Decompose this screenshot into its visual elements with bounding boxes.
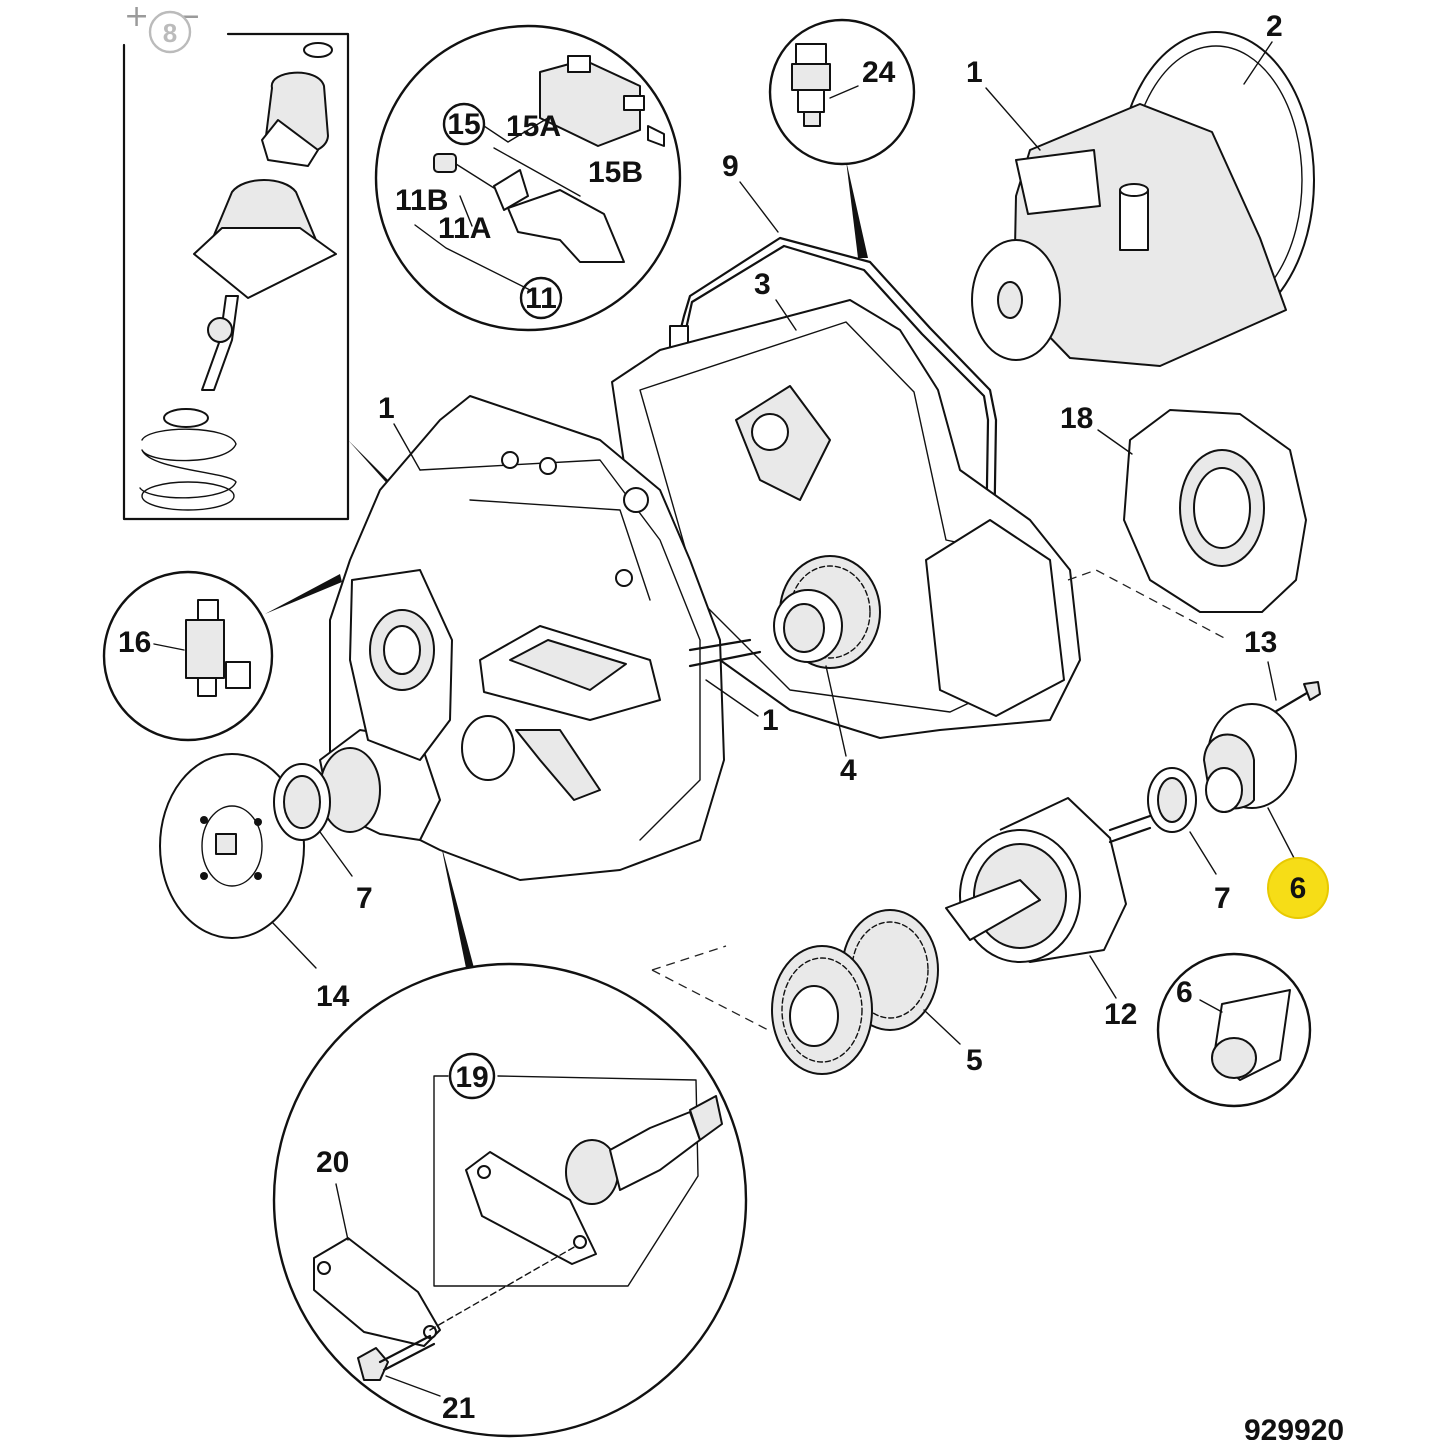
callout-24: 24 <box>862 56 896 89</box>
callout-11: 11 <box>525 282 557 315</box>
callout-5: 5 <box>966 1044 983 1077</box>
drive-disc-14: 14 <box>159 753 350 1013</box>
callout-8: 8 <box>163 18 177 48</box>
callout-1-mid: 1 <box>762 704 779 737</box>
callout-4: 4 <box>840 754 857 787</box>
callout-6-inset: 6 <box>1176 976 1193 1009</box>
callout-12: 12 <box>1104 998 1137 1031</box>
callout-16: 16 <box>118 626 151 659</box>
callout-7-left: 7 <box>356 882 373 915</box>
zoom-controls[interactable]: + − <box>124 0 201 34</box>
inset-flange-6: 6 <box>1156 952 1312 1108</box>
callout-15B: 15B <box>588 156 643 189</box>
callout-3: 3 <box>754 268 771 301</box>
inset-solenoid-16: 16 <box>102 570 274 742</box>
inset-pressure-switch-24: 24 <box>768 18 916 166</box>
drawing-reference-number: 929920 <box>1244 1414 1344 1440</box>
seal-7-left: 7 <box>273 763 373 915</box>
callout-1-top: 1 <box>966 56 983 89</box>
cover-18: 18 <box>1060 402 1307 613</box>
callout-6-highlighted: 6 <box>1290 872 1307 905</box>
main-housing-1: 1 1 <box>319 392 779 881</box>
gears-5: 5 <box>771 909 983 1077</box>
assembled-transmission: 2 1 <box>966 10 1315 367</box>
callout-14: 14 <box>316 980 350 1013</box>
inset-solenoid-valves: 15 15A 15B 11B 11A 11 <box>374 24 682 332</box>
callout-21: 21 <box>442 1392 475 1425</box>
callout-7-right: 7 <box>1214 882 1231 915</box>
callout-18: 18 <box>1060 402 1093 435</box>
zoom-in-icon[interactable]: + <box>124 0 149 34</box>
callout-13: 13 <box>1244 626 1277 659</box>
callout-19: 19 <box>455 1061 488 1094</box>
callout-11A: 11A <box>438 212 491 245</box>
callout-20: 20 <box>316 1146 349 1179</box>
callout-1-left: 1 <box>378 392 395 425</box>
callout-9: 9 <box>722 150 739 183</box>
callout-11B: 11B <box>395 184 448 217</box>
seal-7-right: 7 <box>1147 767 1231 915</box>
callout-15: 15 <box>447 108 480 141</box>
callout-2: 2 <box>1266 10 1283 43</box>
output-flange-6: 13 6 <box>1203 626 1329 919</box>
inset-cover-plate: 19 20 21 <box>272 962 748 1438</box>
clutch-drum-12: 12 <box>945 797 1152 1031</box>
housing-3: 3 4 <box>611 268 1081 787</box>
callout-6-highlight[interactable] <box>1267 857 1329 919</box>
inset-8-shift-lever: 8 <box>122 10 350 521</box>
